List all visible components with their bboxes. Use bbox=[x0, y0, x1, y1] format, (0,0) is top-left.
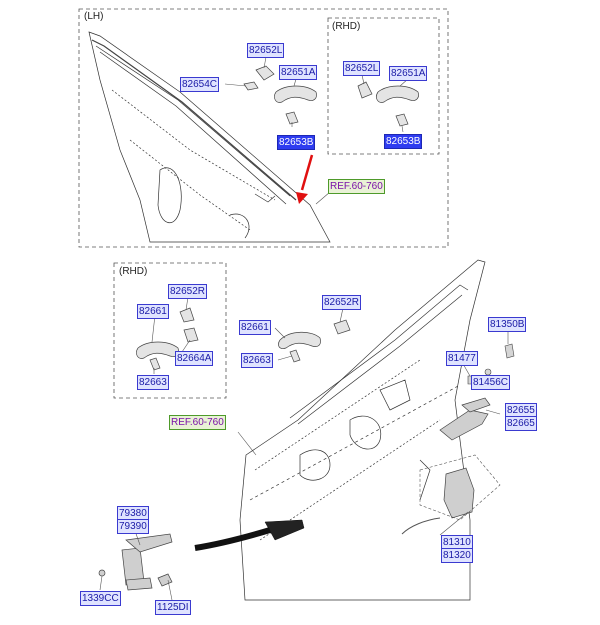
door-latch-icon bbox=[401, 397, 491, 535]
part-label-82663-rh[interactable]: 82663 bbox=[241, 353, 273, 368]
part-label-82652L-lh[interactable]: 82652L bbox=[247, 43, 285, 58]
part-label-82661-rhd[interactable]: 82661 bbox=[137, 304, 169, 319]
part-label-82652R-rhd[interactable]: 82652R bbox=[168, 284, 208, 299]
rhd-top-frame-label: (RHD) bbox=[332, 21, 361, 32]
part-label-82653B-lh[interactable]: 82653B bbox=[277, 135, 316, 150]
ref-label-top[interactable]: REF.60-760 bbox=[328, 179, 385, 194]
part-label-82652R-rh[interactable]: 82652R bbox=[322, 295, 362, 310]
part-label-82654C-lh[interactable]: 82654C bbox=[180, 77, 220, 92]
part-label-1339CC[interactable]: 1339CC bbox=[80, 591, 121, 606]
lh-frame bbox=[78, 8, 449, 248]
ref-label-bottom[interactable]: REF.60-760 bbox=[169, 415, 226, 430]
upper-glass-run bbox=[91, 39, 297, 201]
part-label-81477[interactable]: 81477 bbox=[446, 351, 478, 366]
rhd-bottom-frame-label: (RHD) bbox=[119, 266, 148, 277]
door-handle-rhd-icon bbox=[357, 81, 419, 127]
latch-dashed-box bbox=[419, 454, 501, 521]
part-label-82665[interactable]: 82665 bbox=[505, 416, 537, 431]
part-label-81350B[interactable]: 81350B bbox=[488, 317, 527, 332]
upper-leader-lines bbox=[224, 56, 409, 205]
part-label-1125DI[interactable]: 1125DI bbox=[155, 600, 191, 615]
lh-frame-label: (LH) bbox=[84, 11, 104, 22]
rhd-bottom-frame bbox=[113, 262, 227, 399]
part-label-82652L-rhd[interactable]: 82652L bbox=[343, 61, 381, 76]
part-label-82651A-lh[interactable]: 82651A bbox=[279, 65, 318, 80]
part-label-79390[interactable]: 79390 bbox=[117, 519, 149, 534]
part-label-82664A-rhd[interactable]: 82664A bbox=[175, 351, 214, 366]
part-label-82661-rh[interactable]: 82661 bbox=[239, 320, 271, 335]
door-checker-icon bbox=[194, 519, 305, 551]
door-hinge-icon bbox=[98, 533, 173, 591]
door-handle-right-icon bbox=[278, 319, 351, 363]
part-label-82653B-rhd[interactable]: 82653B bbox=[384, 134, 423, 149]
red-arrow-icon bbox=[296, 154, 314, 204]
part-label-82651A-rhd[interactable]: 82651A bbox=[389, 66, 428, 81]
part-label-81320[interactable]: 81320 bbox=[441, 548, 473, 563]
door-handle-rh-icon bbox=[136, 307, 199, 371]
rhd-top-frame bbox=[327, 17, 440, 155]
part-label-82663-rhd[interactable]: 82663 bbox=[137, 375, 169, 390]
upper-door-panel bbox=[88, 31, 331, 243]
part-label-81456C[interactable]: 81456C bbox=[471, 375, 511, 390]
door-handle-icon bbox=[243, 65, 317, 125]
